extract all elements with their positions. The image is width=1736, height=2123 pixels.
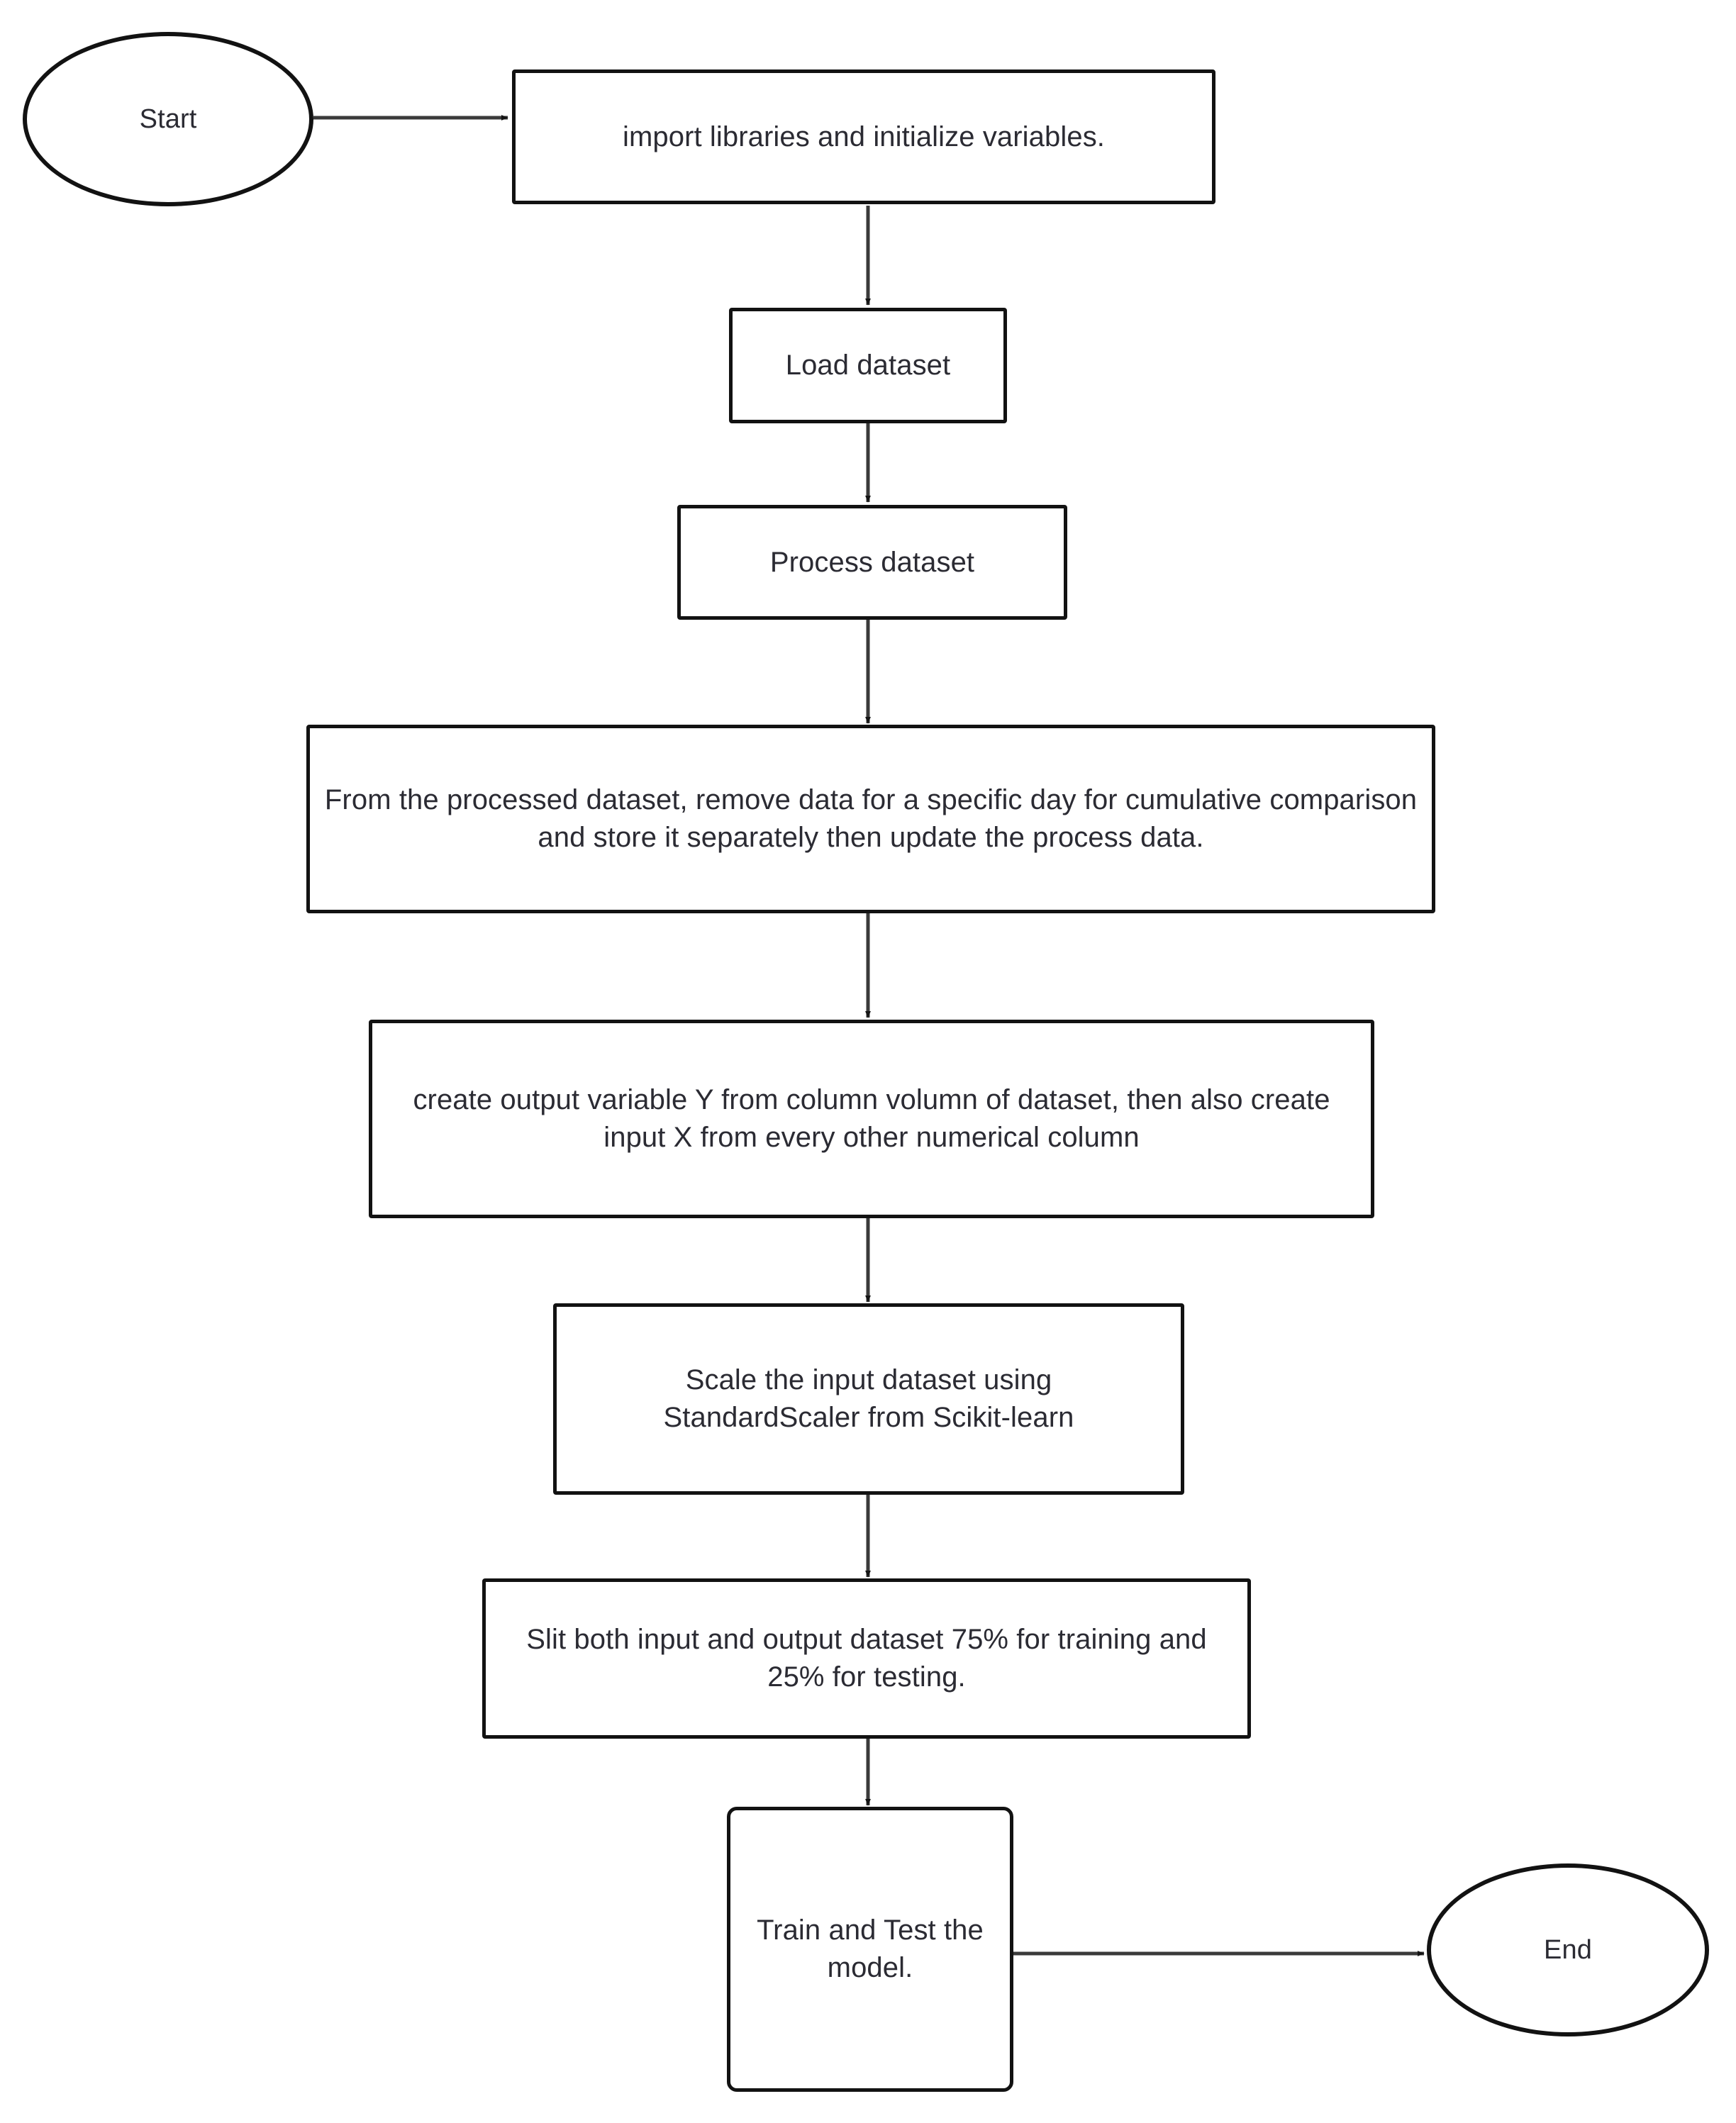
node-end-label: End [1544,1934,1592,1965]
node-scale-dataset[interactable]: Scale the input dataset using StandardSc… [553,1303,1184,1495]
node-start-label: Start [139,104,197,134]
node-train-test-model-label: Train and Test the model. [757,1915,984,1983]
node-create-variables[interactable]: create output variable Y from column vol… [369,1020,1374,1218]
node-load-dataset-label: Load dataset [785,350,951,381]
node-scale-dataset-label: Scale the input dataset using StandardSc… [663,1364,1074,1433]
node-split-dataset-label: Slit both input and output dataset 75% f… [526,1624,1207,1693]
node-import-libraries[interactable]: import libraries and initialize variable… [512,69,1215,204]
node-create-variables-label: create output variable Y from column vol… [413,1084,1330,1153]
node-remove-specific-day[interactable]: From the processed dataset, remove data … [306,725,1435,913]
node-start[interactable]: Start [23,32,313,206]
node-train-test-model[interactable]: Train and Test the model. [727,1807,1013,2092]
node-split-dataset[interactable]: Slit both input and output dataset 75% f… [482,1578,1251,1739]
node-load-dataset[interactable]: Load dataset [729,308,1007,423]
node-process-dataset-label: Process dataset [769,546,975,578]
node-process-dataset[interactable]: Process dataset [677,505,1067,620]
node-remove-specific-day-label: From the processed dataset, remove data … [324,784,1418,853]
node-import-libraries-label: import libraries and initialize variable… [622,121,1106,152]
node-end[interactable]: End [1427,1863,1709,2036]
